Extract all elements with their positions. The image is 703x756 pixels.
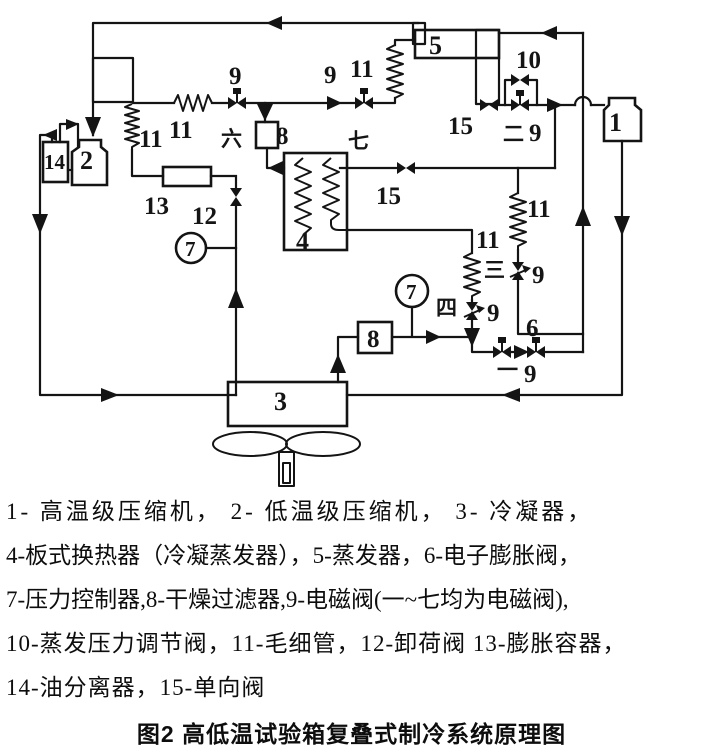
label-pc-7-left: 7 — [185, 237, 196, 261]
label-sv9-seven: 9 — [324, 62, 337, 89]
label-vessel-13: 13 — [144, 193, 169, 220]
plate-hx-4-box — [282, 151, 349, 252]
oil-separator-14-box — [41, 140, 70, 184]
pressure-controller-7-right-circle — [394, 273, 430, 309]
solenoid-valve-one-icon — [492, 336, 512, 359]
check-valve-15-icon — [397, 162, 415, 174]
label-sv9-two: 9 — [529, 120, 542, 147]
check-valve-15-icon — [480, 99, 498, 111]
line-crossing-hop — [573, 95, 593, 107]
epr-valve-10-icon — [511, 74, 529, 86]
hx4-coil-right — [322, 157, 347, 231]
compressor-1-shape — [602, 96, 643, 143]
evaporator-inlet-tab — [411, 21, 427, 46]
scanned-figure-page: { "figure": { "labels": { "compressor1":… — [6, 16, 643, 747]
figure-legend: 1- 高温级压缩机， 2- 低温级压缩机， 3- 冷凝器， 4-板式换热器（冷凝… — [0, 490, 703, 756]
legend-line: 10-蒸发压力调节阀，11-毛细管，12-卸荷阀 13-膨胀容器， — [6, 631, 627, 656]
solenoid-valve-four-icon — [463, 301, 486, 321]
label-oilsep-14: 14 — [44, 150, 66, 174]
condenser-3-box — [226, 380, 349, 428]
expansion-vessel-13-box — [161, 165, 213, 188]
components — [41, 96, 643, 487]
capillary-11-evaporator — [386, 44, 404, 99]
label-sv9-six: 9 — [229, 63, 242, 90]
label-compressor-1: 1 — [609, 108, 622, 137]
fan-blade-icon — [285, 431, 361, 457]
label-sv9-four: 9 — [487, 300, 500, 327]
label-cap11-left: 11 — [139, 126, 163, 153]
label-cap11-evap: 11 — [350, 56, 374, 83]
label-check15-top: 15 — [448, 113, 473, 140]
label-compressor-2: 2 — [80, 146, 93, 175]
label-hx-4: 4 — [296, 227, 309, 256]
label-evaporator-5: 5 — [429, 31, 442, 60]
label-cn-six: 六 — [221, 128, 242, 151]
legend-line: 4-板式换热器（冷凝蒸发器），5-蒸发器，6-电子膨胀阀， — [6, 543, 581, 568]
label-pc-7-right: 7 — [406, 280, 417, 304]
filter-drier-8-top-box — [254, 120, 280, 150]
label-cap11-horiz: 11 — [169, 117, 193, 144]
label-unload-12: 12 — [192, 203, 217, 230]
fan-motor-icon — [282, 462, 291, 484]
label-eev-6: 6 — [526, 315, 539, 342]
label-cn-three: 三 — [484, 259, 505, 282]
figure-caption: 图2 高低温试验箱复叠式制冷系统原理图 — [136, 721, 567, 747]
evaporator-down-channel — [474, 28, 501, 106]
capillary-11-mid — [463, 252, 481, 300]
label-cn-two: 二 — [503, 123, 524, 146]
label-cn-four: 四 — [436, 297, 457, 320]
compressor-2-shape — [70, 138, 109, 187]
evaporator-5-box — [413, 28, 501, 60]
solenoid-valve-three-icon — [509, 261, 532, 281]
label-sv9-one: 9 — [524, 361, 537, 388]
label-cap11-right: 11 — [527, 196, 551, 223]
fan-motor-icon — [278, 451, 295, 487]
pressure-controller-7-left-circle — [174, 231, 208, 265]
refrigeration-schematic: 1 2 3 4 5 6 7 7 8 8 9 9 9 9 9 9 10 11 11… — [32, 16, 643, 487]
capillary-11-left — [124, 103, 140, 150]
flow-arrows — [32, 16, 630, 402]
diagram-labels: 1 2 3 4 5 6 7 7 8 8 9 9 9 9 9 9 10 11 11… — [44, 31, 622, 416]
legend-line: 14-油分离器，15-单向阀 — [6, 675, 266, 700]
label-sv9-three: 9 — [532, 262, 545, 289]
label-filter-8-top: 8 — [276, 123, 289, 150]
label-cn-seven: 七 — [348, 130, 369, 153]
legend-line: 7-压力控制器,8-干燥过滤器,9-电磁阀(一~七均为电磁阀), — [6, 587, 569, 612]
label-condenser-3: 3 — [274, 387, 287, 416]
suction-accumulator-box — [91, 56, 135, 104]
label-check15-mid: 15 — [376, 183, 401, 210]
hx4-coil-left — [294, 157, 312, 236]
unload-valve-12-icon — [230, 188, 242, 206]
capillary-11-right — [509, 192, 527, 250]
solenoid-valve-six-icon — [227, 87, 247, 110]
label-cn-one: 一 — [497, 359, 518, 382]
label-filter-8-bottom: 8 — [367, 326, 380, 353]
capillary-11-horizontal — [173, 94, 213, 112]
label-cap11-mid: 11 — [476, 227, 500, 254]
solenoid-valve-two-icon — [510, 89, 530, 112]
capillary-coils — [124, 44, 527, 300]
label-epr-10: 10 — [516, 47, 541, 74]
solenoid-valve-seven-icon — [354, 87, 374, 110]
filter-drier-8-bottom-box — [356, 320, 394, 355]
legend-line: 1- 高温级压缩机， 2- 低温级压缩机， 3- 冷凝器， — [6, 499, 594, 524]
fan-blade-icon — [212, 431, 288, 457]
